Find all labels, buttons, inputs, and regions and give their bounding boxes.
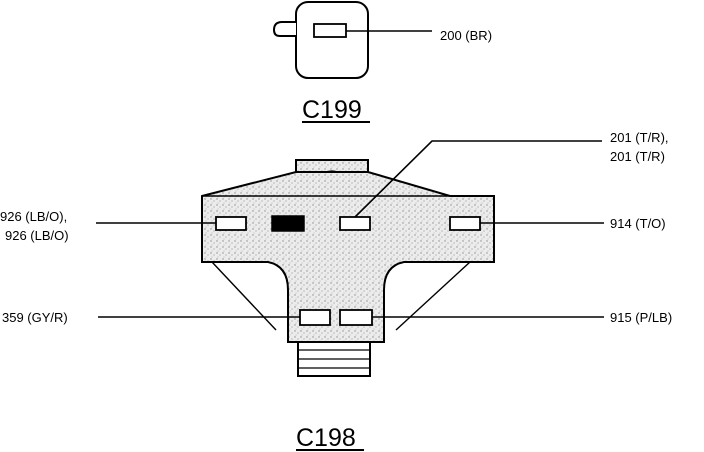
- c198-pin-359-label: 359 (GY/R): [2, 310, 68, 325]
- c198-pin-914: [449, 216, 481, 231]
- c198-pin-359: [299, 309, 331, 326]
- c198-pin-914-label: 914 (T/O): [610, 216, 666, 231]
- c198-pin-915: [339, 309, 373, 326]
- c198-pin-201-leader: [354, 140, 602, 218]
- c198-title: C198: [296, 424, 356, 452]
- c198-blocked-cavity: [271, 215, 305, 232]
- c199-pin-200-label: 200 (BR): [440, 28, 492, 43]
- c198-skirt-lines: [211, 261, 471, 331]
- c199-housing: [295, 1, 369, 79]
- c199-title: C199: [302, 96, 362, 124]
- c199-pin-200: [313, 23, 347, 38]
- c198-pin-926: [215, 216, 247, 231]
- c199-latch-tab: [272, 21, 296, 37]
- c198-pin-926-label: 926 (LB/O), 926 (LB/O): [0, 209, 71, 243]
- c198-pin-201: [339, 216, 371, 231]
- c198-plug-ribs: [298, 349, 370, 369]
- c198-pin-201-label: 201 (T/R), 201 (T/R): [610, 130, 672, 164]
- c198-pin-915-label: 915 (P/LB): [610, 310, 672, 325]
- connector-c199: 200 (BR) C199: [272, 1, 492, 124]
- connector-c198: 201 (T/R), 201 (T/R) 926 (LB/O), 926 (LB…: [0, 130, 672, 452]
- c198-body: [201, 171, 495, 343]
